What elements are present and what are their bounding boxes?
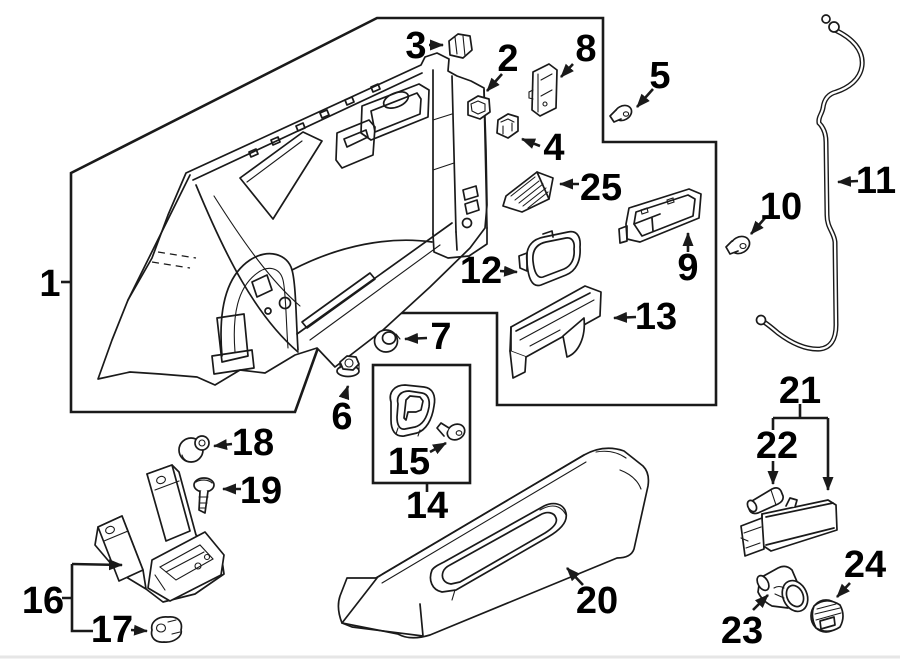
part-label-3[interactable]: 3 <box>405 25 426 67</box>
part-label-2[interactable]: 2 <box>497 38 518 80</box>
part-label-1[interactable]: 1 <box>39 263 60 305</box>
part-11-release-cable <box>755 14 865 352</box>
part-label-11[interactable]: 11 <box>856 160 896 202</box>
part-7-grommet <box>373 329 401 353</box>
part-label-25[interactable]: 25 <box>580 167 622 209</box>
group-box-main <box>69 16 718 414</box>
leader-15 <box>429 441 447 455</box>
leader-16-arrow <box>71 559 123 571</box>
leader-17 <box>130 624 148 636</box>
part-6-nut <box>336 355 360 378</box>
part-label-9[interactable]: 9 <box>677 247 698 289</box>
part-23-socket <box>756 565 809 613</box>
leader-20 <box>566 567 584 586</box>
part-label-12[interactable]: 12 <box>460 250 502 292</box>
callout-labels: 1 2 3 4 5 6 7 8 9 10 11 12 13 14 15 16 1… <box>22 25 896 652</box>
part-3-clip <box>448 33 473 59</box>
part-label-17[interactable]: 17 <box>91 609 133 651</box>
leader-8 <box>560 63 574 78</box>
leader-21-bracket <box>771 404 828 430</box>
part-label-18[interactable]: 18 <box>232 422 274 464</box>
part-24-cap <box>810 599 844 633</box>
part-17-clamp <box>150 616 183 643</box>
leader-2 <box>486 73 503 92</box>
part-label-6[interactable]: 6 <box>331 396 352 438</box>
part-2-clip <box>467 95 491 120</box>
part-25-vent <box>502 171 554 213</box>
leader-6 <box>338 385 350 401</box>
part-4-clip <box>496 113 519 139</box>
part-9-lamp <box>618 188 702 244</box>
part-18-grommet <box>178 435 210 463</box>
part-label-16[interactable]: 16 <box>22 580 64 622</box>
part-label-5[interactable]: 5 <box>649 55 670 97</box>
leader-10 <box>750 217 766 235</box>
part-label-24[interactable]: 24 <box>844 544 886 586</box>
part-label-4[interactable]: 4 <box>543 127 564 169</box>
part-label-8[interactable]: 8 <box>575 28 596 70</box>
part-label-13[interactable]: 13 <box>635 296 677 338</box>
leader-11 <box>837 175 859 187</box>
leader-7 <box>404 332 428 344</box>
leader-13 <box>613 311 637 323</box>
leader-5 <box>636 88 654 108</box>
part-label-20[interactable]: 20 <box>576 580 618 622</box>
leader-18 <box>213 439 233 451</box>
part-8-bracket <box>528 63 558 117</box>
part-label-23[interactable]: 23 <box>721 610 763 652</box>
part-label-19[interactable]: 19 <box>240 470 282 512</box>
part-21-lamp-assembly <box>740 497 838 557</box>
part-label-14[interactable]: 14 <box>406 485 448 527</box>
leader-4 <box>521 137 541 149</box>
leader-23 <box>752 594 769 611</box>
part-label-10[interactable]: 10 <box>760 186 802 228</box>
leader-12 <box>499 265 518 277</box>
part-19-screw <box>193 477 215 514</box>
part-1-quarter-trim-panel <box>97 52 488 386</box>
part-20-scuff-plate <box>337 447 650 639</box>
part-label-22[interactable]: 22 <box>756 425 798 467</box>
part-13-pocket <box>509 285 602 379</box>
part-10-screw <box>725 235 751 255</box>
part-22-bulb <box>746 487 784 515</box>
part-16-bracket <box>94 464 225 603</box>
part-5-screw <box>609 104 633 123</box>
leader-24 <box>836 582 851 598</box>
part-label-7[interactable]: 7 <box>430 316 451 358</box>
group-box-part-14 <box>371 363 472 485</box>
part-15-luggage-hook <box>389 384 466 441</box>
callout-leaders <box>61 39 859 636</box>
part-label-21[interactable]: 21 <box>779 370 821 412</box>
part-label-15[interactable]: 15 <box>388 441 430 483</box>
part-12-bezel <box>518 230 581 287</box>
leader-16-bracket <box>62 564 93 633</box>
